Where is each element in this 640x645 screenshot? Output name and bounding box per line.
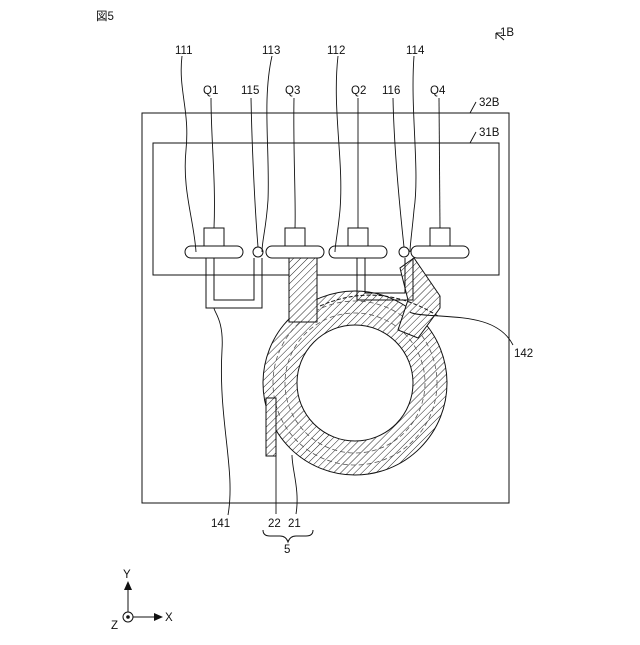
label-bus-142: 142 — [514, 348, 533, 360]
switch-q3 — [266, 228, 324, 258]
label-layer-22: 22 — [268, 518, 281, 530]
label-switch-q1: Q1 — [203, 85, 218, 97]
axis-z-label: Z — [111, 620, 118, 632]
joint-115 — [253, 247, 263, 257]
label-outer-case: 32B — [479, 97, 500, 109]
label-joint-115: 115 — [241, 85, 259, 97]
label-layer-21: 21 — [288, 518, 301, 530]
axis-indicator — [123, 581, 163, 622]
label-switch-q4: Q4 — [430, 85, 446, 97]
label-switch-q2: Q2 — [351, 85, 366, 97]
label-conductor-114: 114 — [406, 45, 425, 57]
axis-x-label: X — [165, 612, 173, 624]
label-switch-q3: Q3 — [285, 85, 300, 97]
label-conductor-111: 111 — [175, 45, 192, 57]
label-bus-141: 141 — [211, 518, 230, 530]
axis-y-label: Y — [123, 569, 131, 581]
figure-label: 図5 — [96, 10, 114, 23]
label-inner-board: 31B — [479, 127, 500, 139]
q3-lead — [289, 258, 317, 322]
label-conductor-113: 113 — [262, 45, 280, 57]
label-coil-5: 5 — [284, 544, 290, 556]
label-conductor-112: 112 — [327, 45, 345, 57]
switch-q4 — [411, 228, 469, 258]
layer-22-stub — [266, 398, 276, 456]
joint-116 — [399, 247, 409, 257]
label-assembly: 1B — [500, 27, 514, 39]
q4-lead — [398, 258, 440, 338]
brace-5 — [263, 530, 313, 542]
label-joint-116: 116 — [382, 85, 400, 97]
